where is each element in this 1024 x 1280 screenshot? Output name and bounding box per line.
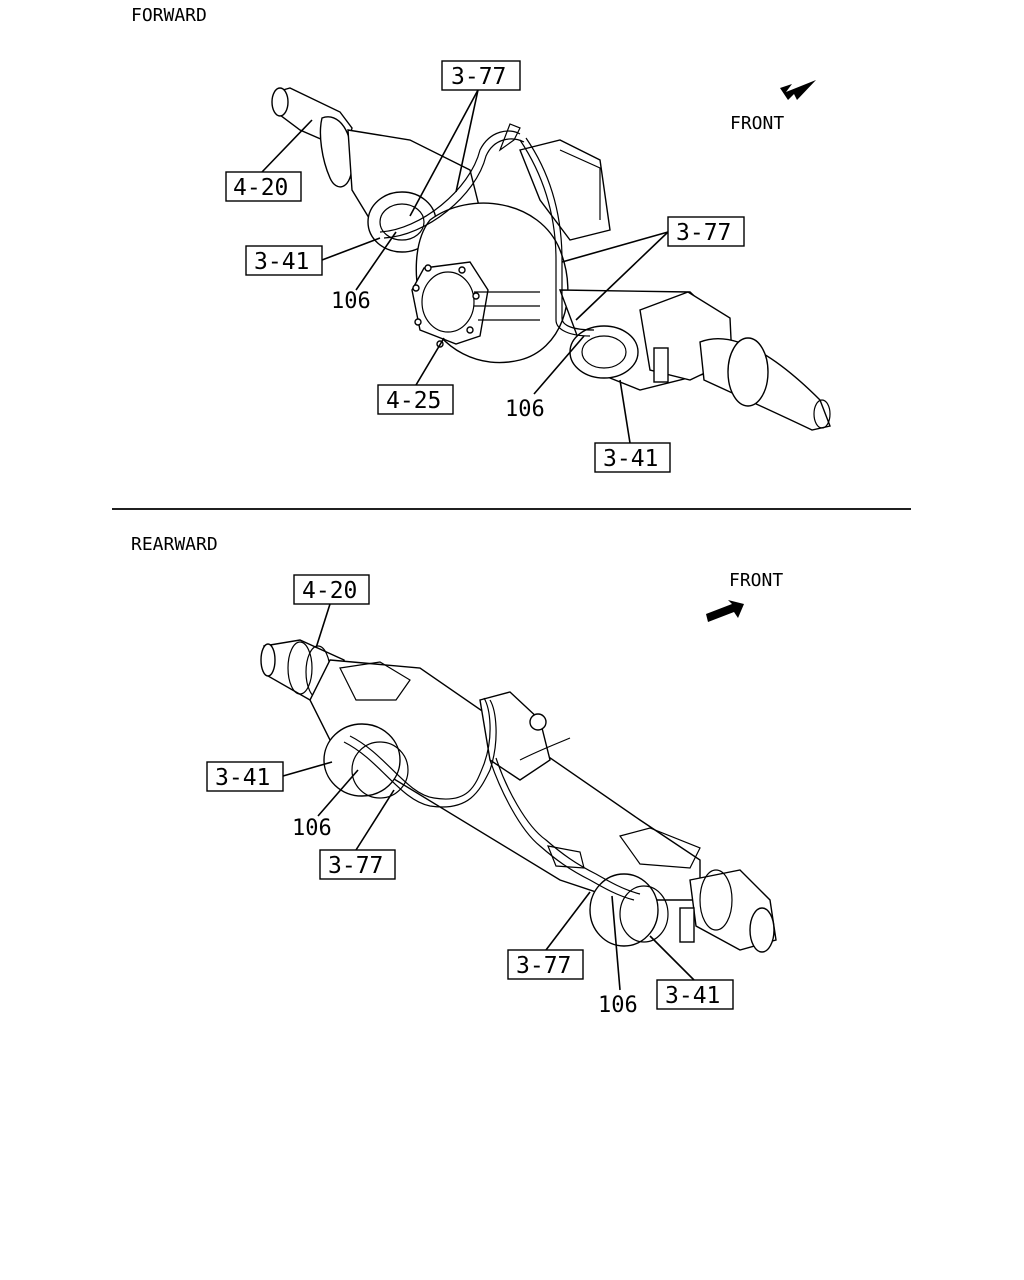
svg-text:3-77: 3-77: [516, 953, 571, 979]
svg-text:3-41: 3-41: [603, 446, 658, 472]
forward-section: FORWARD FRONT: [131, 5, 831, 473]
svg-text:4-20: 4-20: [233, 175, 288, 201]
svg-text:3-77: 3-77: [676, 220, 731, 246]
svg-text:4-20: 4-20: [302, 578, 357, 604]
rearward-hose-left-number: 106: [292, 816, 332, 841]
forward-callout-brake-chamber-right: 3-41: [594, 442, 671, 473]
rearward-callout-brake-chamber-left: 3-41: [206, 761, 284, 792]
forward-front-label: FRONT: [730, 113, 784, 134]
rearward-axle-drawing: [260, 639, 777, 953]
forward-axle-drawing: [271, 87, 831, 431]
forward-callout-axle-shaft-left: 4-20: [225, 171, 302, 202]
svg-text:3-77: 3-77: [451, 64, 506, 90]
rearward-callout-pipe-left: 3-77: [319, 849, 396, 880]
rearward-callout-brake-chamber-right: 3-41: [656, 979, 734, 1010]
rearward-callout-axle-shaft-left: 4-20: [293, 574, 370, 605]
rearward-hose-right-number: 106: [598, 993, 638, 1018]
svg-text:4-25: 4-25: [386, 388, 441, 414]
svg-text:3-41: 3-41: [254, 249, 309, 275]
svg-text:3-41: 3-41: [665, 983, 720, 1009]
forward-callout-pipe-top: 3-77: [441, 60, 521, 91]
forward-callout-pipe-right: 3-77: [667, 216, 745, 247]
rearward-front-label: FRONT: [729, 570, 783, 591]
forward-callout-cover: 4-25: [377, 384, 454, 415]
svg-text:3-77: 3-77: [328, 853, 383, 879]
svg-text:3-41: 3-41: [215, 765, 270, 791]
forward-callout-brake-chamber-left: 3-41: [245, 245, 323, 276]
rearward-section: REARWARD FRONT: [131, 534, 783, 1018]
forward-title: FORWARD: [131, 5, 207, 26]
forward-hose-left-number: 106: [331, 289, 371, 314]
rearward-title: REARWARD: [131, 534, 218, 555]
rearward-callout-pipe-right: 3-77: [507, 949, 584, 980]
forward-hose-right-number: 106: [505, 397, 545, 422]
rearward-front-arrow-icon: [706, 600, 744, 622]
forward-front-arrow-icon: [780, 80, 816, 100]
